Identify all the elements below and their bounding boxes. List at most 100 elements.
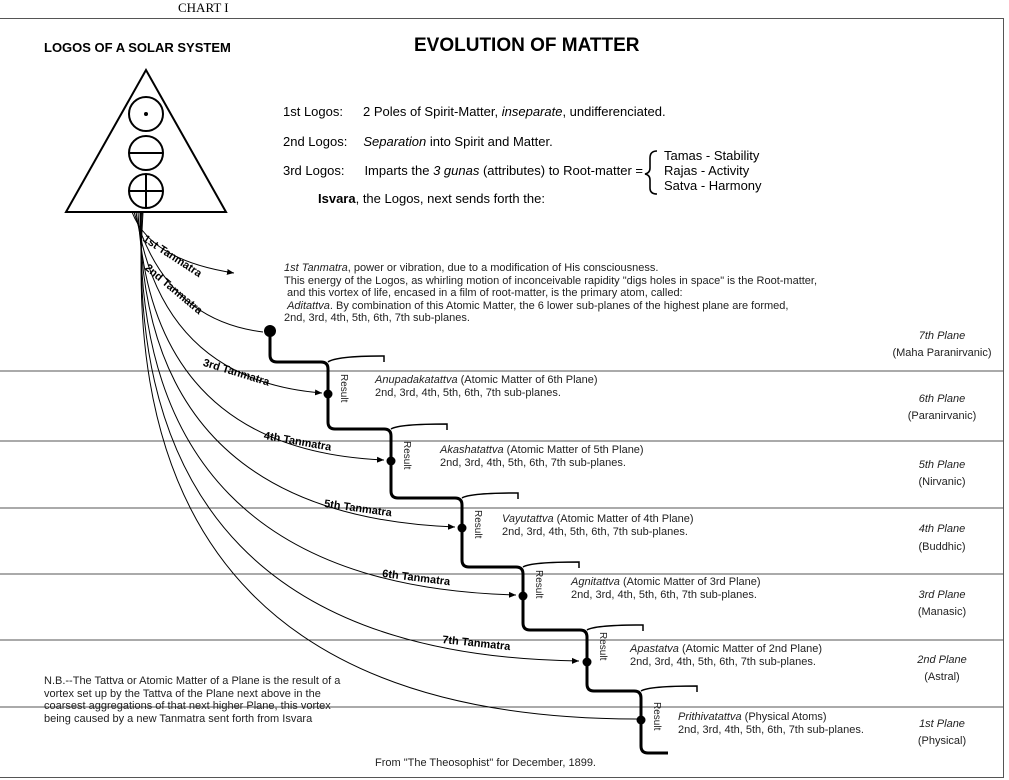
- result-node-5: [386, 456, 396, 466]
- first-tanmatra-emphasis: 1st Tanmatra: [284, 262, 348, 274]
- plane-3-name: 3rd Plane: [918, 589, 966, 601]
- atomic-1st-name: Prithivatattva: [678, 711, 742, 723]
- plane-4-name: 4th Plane: [918, 523, 966, 535]
- atomic-4th-subplanes: 2nd, 3rd, 4th, 5th, 6th, 7th sub-planes.: [502, 526, 688, 538]
- chart-label: CHART I: [178, 0, 229, 15]
- first-tanmatra-line-3: and this vortex of life, encased in a fi…: [284, 287, 683, 299]
- logos-2-label: 2nd Logos:: [283, 134, 348, 149]
- logos-1-text-end: , undifferenciated.: [562, 104, 666, 119]
- atomic-5th-name: Akashatattva: [440, 444, 504, 456]
- tanmatra-7-arrow: [140, 211, 580, 664]
- result-label-3: Result: [533, 570, 544, 599]
- first-tanmatra-line-4-text: . By combination of this Atomic Matter, …: [329, 299, 789, 312]
- result-node-2: [582, 657, 592, 667]
- plane-4-sub: (Buddhic): [918, 541, 966, 553]
- plane-7-sub: (Maha Paranirvanic): [892, 347, 992, 359]
- atomic-5th-subplanes: 2nd, 3rd, 4th, 5th, 6th, 7th sub-planes.: [440, 457, 626, 469]
- atomic-1st-subplanes: 2nd, 3rd, 4th, 5th, 6th, 7th sub-planes.: [678, 724, 864, 736]
- atomic-matter-6th: Anupadakatattva (Atomic Matter of 6th Pl…: [375, 374, 598, 400]
- atomic-2nd-desc: (Atomic Matter of 2nd Plane): [678, 643, 822, 655]
- guna-tamas: Tamas - Stability: [664, 148, 760, 163]
- atomic-6th-name: Anupadakatattva: [375, 374, 458, 386]
- logos-2-emphasis: Separation: [363, 134, 427, 149]
- logos-1-label: 1st Logos:: [283, 104, 343, 119]
- aditattva-node: [264, 325, 276, 337]
- atomic-2nd-subplanes: 2nd, 3rd, 4th, 5th, 6th, 7th sub-planes.: [630, 656, 816, 668]
- source-footer: From "The Theosophist" for December, 189…: [375, 757, 596, 769]
- result-label-5: Result: [401, 441, 412, 470]
- isvara-name: Isvara: [318, 191, 356, 206]
- logos-1-emphasis: inseparate: [501, 104, 563, 119]
- tanmatra-arrows: [131, 211, 641, 720]
- atomic-1st-desc: (Physical Atoms): [741, 711, 827, 723]
- logos-1-line: 1st Logos: 2 Poles of Spirit-Matter, inse…: [283, 104, 666, 119]
- plane-5-name: 5th Plane: [918, 459, 966, 471]
- result-forks: [327, 355, 698, 692]
- logos-2-line: 2nd Logos: Separation into Spirit and Mat…: [283, 134, 553, 149]
- logos-heading: LOGOS OF A SOLAR SYSTEM: [44, 40, 231, 55]
- result-label-2: Result: [597, 632, 608, 661]
- atomic-6th-desc: (Atomic Matter of 6th Plane): [457, 374, 598, 386]
- plane-2-sub: (Astral): [924, 671, 960, 683]
- tanmatra-3-arrow: [135, 211, 323, 396]
- result-label-4: Result: [472, 510, 483, 539]
- atomic-1st-title: Prithivatattva (Physical Atoms): [678, 711, 864, 724]
- atomic-matter-2nd: Apastatva (Atomic Matter of 2nd Plane) 2…: [630, 643, 822, 669]
- plane-6-name: 6th Plane: [918, 393, 966, 405]
- guna-rajas: Rajas - Activity: [664, 163, 750, 178]
- guna-satva: Satva - Harmony: [664, 178, 762, 193]
- main-title: EVOLUTION OF MATTER: [414, 35, 640, 56]
- atomic-matter-1st: Prithivatattva (Physical Atoms) 2nd, 3rd…: [678, 711, 864, 737]
- first-tanmatra-line-5: 2nd, 3rd, 4th, 5th, 6th, 7th sub-planes.: [284, 312, 470, 324]
- atomic-3rd-title: Agnitattva (Atomic Matter of 3rd Plane): [571, 576, 761, 589]
- atomic-5th-title: Akashatattva (Atomic Matter of 5th Plane…: [440, 444, 644, 457]
- atomic-3rd-subplanes: 2nd, 3rd, 4th, 5th, 6th, 7th sub-planes.: [571, 589, 757, 601]
- aditattva-label: Aditattva: [287, 299, 330, 312]
- plane-1-name: 1st Plane: [919, 718, 965, 730]
- logos-2-text: into Spirit and Matter.: [426, 134, 553, 149]
- result-node-1: [636, 715, 646, 725]
- atomic-4th-title: Vayutattva (Atomic Matter of 4th Plane): [502, 513, 694, 526]
- atomic-matter-5th: Akashatattva (Atomic Matter of 5th Plane…: [440, 444, 644, 470]
- first-tanmatra-line-1: 1st Tanmatra, power or vibration, due to…: [284, 262, 817, 275]
- first-tanmatra-line-1-text: , power or vibration, due to a modificat…: [347, 262, 659, 274]
- isvara-line: Isvara, the Logos, next sends forth the:: [318, 191, 545, 206]
- atomic-5th-desc: (Atomic Matter of 5th Plane): [503, 444, 644, 456]
- result-node-6: [323, 389, 333, 399]
- tanmatra-6-arrow: [140, 211, 517, 598]
- atomic-3rd-name: Agnitattva: [571, 576, 620, 588]
- first-tanmatra-line-2: This energy of the Logos, as whirling mo…: [284, 274, 818, 287]
- plane-1-sub: (Physical): [917, 735, 967, 747]
- atomic-4th-name: Vayutattva: [502, 513, 554, 525]
- atomic-3rd-desc: (Atomic Matter of 3rd Plane): [619, 576, 761, 588]
- logos-3-text: Imparts the: [364, 163, 434, 178]
- plane-dividers: [0, 370, 1004, 708]
- logos-1-text: 2 Poles of Spirit-Matter,: [363, 104, 502, 119]
- plane-3-sub: (Manasic): [917, 606, 967, 618]
- gunas-brace: [644, 150, 658, 195]
- chart-frame: [0, 18, 1004, 778]
- first-tanmatra-text: 1st Tanmatra, power or vibration, due to…: [284, 262, 817, 325]
- logos-triangle-icon: [64, 67, 228, 213]
- plane-6-sub: (Paranirvanic): [907, 410, 977, 422]
- result-node-3: [518, 591, 528, 601]
- atomic-6th-title: Anupadakatattva (Atomic Matter of 6th Pl…: [375, 374, 598, 387]
- tanmatra-4-arrow: [137, 211, 385, 463]
- result-label-6: Result: [338, 374, 349, 403]
- result-label-1: Result: [651, 702, 662, 731]
- result-node-4: [457, 523, 467, 533]
- atomic-2nd-name: Apastatva: [630, 643, 679, 655]
- tanmatra-8-arrow: [140, 211, 641, 720]
- logos-3-text-end: (attributes) to Root-matter =: [479, 163, 643, 178]
- gunas-list: Tamas - Stability Rajas - Activity Satva…: [664, 148, 762, 193]
- plane-7-name: 7th Plane: [918, 330, 966, 342]
- plane-2-name: 2nd Plane: [917, 654, 967, 666]
- atomic-6th-subplanes: 2nd, 3rd, 4th, 5th, 6th, 7th sub-planes.: [375, 387, 561, 399]
- first-tanmatra-line-4: Aditattva. By combination of this Atomic…: [284, 300, 817, 313]
- tanmatra-5-arrow: [139, 211, 456, 530]
- atomic-2nd-title: Apastatva (Atomic Matter of 2nd Plane): [630, 643, 822, 656]
- logos-3-emphasis: 3 gunas: [433, 163, 480, 178]
- atomic-4th-desc: (Atomic Matter of 4th Plane): [553, 513, 694, 525]
- atomic-matter-4th: Vayutattva (Atomic Matter of 4th Plane) …: [502, 513, 694, 539]
